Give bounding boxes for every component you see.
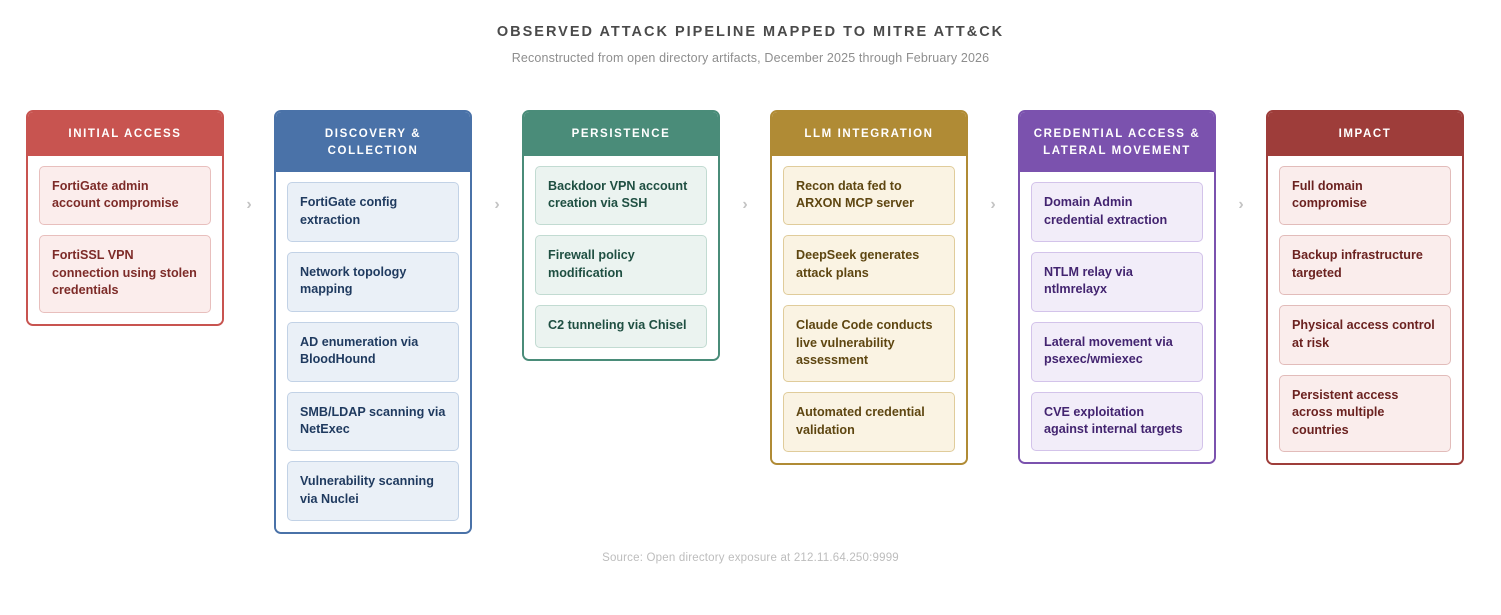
stage-header-discovery-collection: DISCOVERY & COLLECTION [276,112,470,173]
page-subtitle: Reconstructed from open directory artifa… [511,51,990,66]
page-title: OBSERVED ATTACK PIPELINE MAPPED TO MITRE… [496,24,1005,40]
stage-step: Physical access control at risk [1279,305,1451,365]
stage-step: Backup infrastructure targeted [1279,235,1451,296]
stage-step: SMB/LDAP scanning via NetExec [287,391,459,452]
stage-connector-arrow-icon: › [990,196,996,213]
stage-connector-arrow-icon: › [742,196,748,213]
stage-step: FortiGate config extraction [287,182,459,243]
diagram-header: OBSERVED ATTACK PIPELINE MAPPED TO MITRE… [0,0,1501,66]
stage-step: Automated credential validation [783,392,955,453]
stage-connector-arrow-icon: › [494,196,500,213]
stage-step: Recon data fed to ARXON MCP server [783,165,955,226]
stage-step: NTLM relay via ntlmrelayx [1031,252,1203,312]
stage-step: DeepSeek generates attack plans [783,235,955,296]
stage-step: Domain Admin credential extraction [1031,182,1203,243]
stage-header-impact: IMPACT [1268,112,1462,156]
stage-header-persistence: PERSISTENCE [524,112,718,156]
stage-step: FortiSSL VPN connection using stolen cre… [39,235,211,313]
stage-step: CVE exploitation against internal target… [1031,391,1203,452]
stage-step: Vulnerability scanning via Nuclei [287,461,459,522]
stage-step: C2 tunneling via Chisel [535,305,707,348]
stage-step: Persistent access across multiple countr… [1279,374,1451,453]
stage-header-initial-access: INITIAL ACCESS [28,112,222,156]
stage-step: Claude Code conducts live vulnerability … [783,305,955,383]
stage-step: Network topology mapping [287,252,459,312]
stage-step: Firewall policy modification [535,235,707,296]
source-note: Source: Open directory exposure at 212.1… [602,552,899,564]
stage-connector-arrow-icon: › [246,196,252,213]
stage-step: AD enumeration via BloodHound [287,321,459,382]
stage-step: Full domain compromise [1279,165,1451,226]
stage-header-llm-integration: LLM INTEGRATION [772,112,966,156]
stage-header-credential-access-lateral-movement: CREDENTIAL ACCESS & LATERAL MOVEMENT [1020,112,1214,173]
stage-step: Lateral movement via psexec/wmiexec [1031,321,1203,382]
stage-step: Backdoor VPN account creation via SSH [535,165,707,226]
stage-step: FortiGate admin account compromise [39,165,211,226]
stage-connector-arrow-icon: › [1238,196,1244,213]
stage-steps-persistence: Backdoor VPN account creation via SSH Fir… [524,155,718,359]
